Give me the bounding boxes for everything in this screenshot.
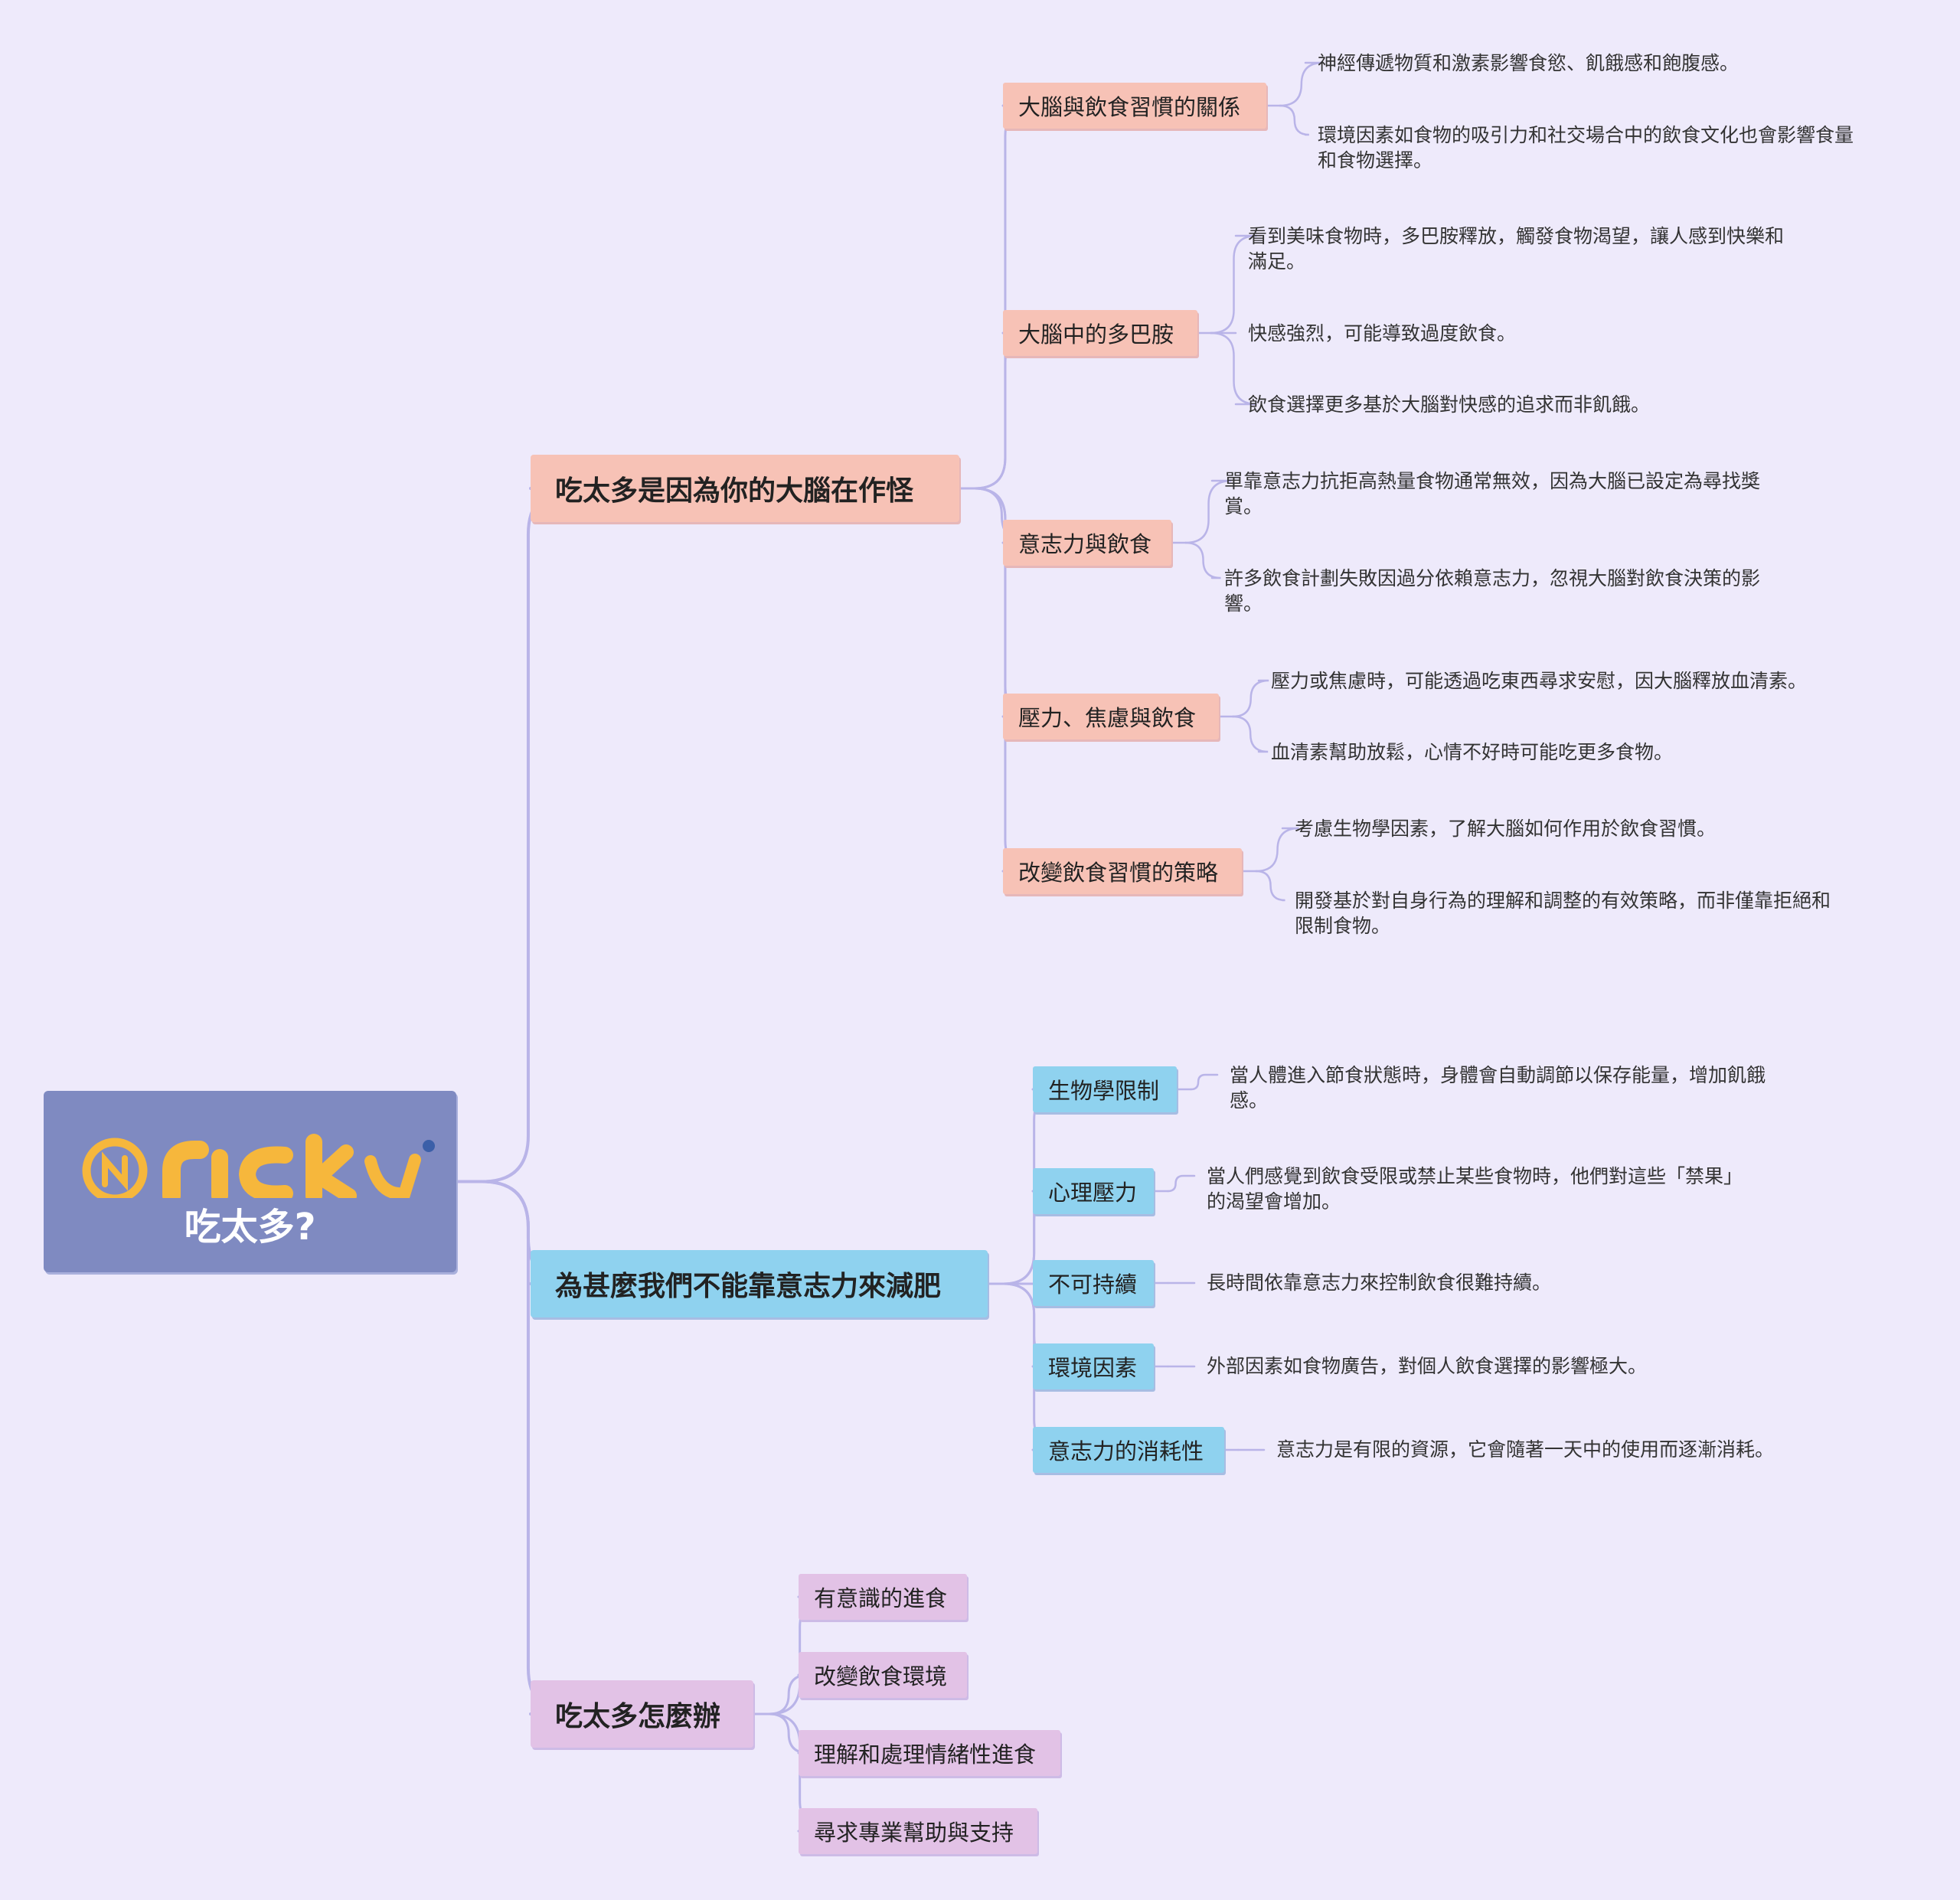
topic-professional-help[interactable]: 尋求專業幫助與支持 [799, 1808, 1037, 1854]
note-text: 快感強烈，可能導致過度飲食。 [1248, 322, 1517, 344]
note-text: 開發基於對自身行為的理解和調整的有效策略，而非僅靠拒絕和限制食物。 [1295, 890, 1831, 937]
note-text: 當人們感覺到飲食受限或禁止某些食物時，他們對這些「禁果」的渴望會增加。 [1207, 1165, 1743, 1213]
root-node[interactable]: ricky 吃太多? [44, 1091, 456, 1272]
note-text: 意志力是有限的資源，它會隨著一天中的使用而逐漸消耗。 [1276, 1438, 1775, 1461]
topic-biological-limits[interactable]: 生物學限制 [1033, 1066, 1177, 1112]
logo-text: ricky [44, 1114, 46, 1115]
connector [1279, 104, 1309, 136]
topic-dopamine[interactable]: 大腦中的多巴胺 [1003, 310, 1197, 356]
note-text: 血清素幫助放鬆，心情不好時可能吃更多食物。 [1271, 741, 1674, 763]
connector [1231, 679, 1269, 718]
topic-change-environment[interactable]: 改變飲食環境 [799, 1652, 967, 1698]
topic-emotional-eating[interactable]: 理解和處理情緒性進食 [799, 1730, 1060, 1776]
topic-change-strategy[interactable]: 改變飲食習慣的策略 [1003, 848, 1242, 894]
connector [1255, 827, 1299, 873]
topic-willpower-eating[interactable]: 意志力與飲食 [1003, 520, 1171, 566]
connector [1190, 1073, 1219, 1091]
note-text: 當人體進入節食狀態時，身體會自動調節以保存能量，增加飢餓感。 [1230, 1064, 1766, 1112]
connector [1184, 479, 1232, 544]
note-text: 神經傳遞物質和激素影響食慾、飢餓感和飽腹感。 [1318, 52, 1740, 74]
connector [1167, 1174, 1196, 1193]
branch-brain[interactable]: 吃太多是因為你的大腦在作怪 [531, 455, 959, 522]
branch-solutions[interactable]: 吃太多怎麼辦 [531, 1680, 753, 1748]
connector [973, 331, 1036, 490]
topic-stress-anxiety[interactable]: 壓力、焦慮與飲食 [1003, 694, 1219, 739]
topic-mindful-eating[interactable]: 有意識的進食 [799, 1574, 967, 1620]
note-text: 飲食選擇更多基於大腦對快感的追求而非飢餓。 [1248, 393, 1651, 416]
connector [480, 487, 574, 1183]
note-text: 壓力或焦慮時，可能透過吃東西尋求安慰，因大腦釋放血清素。 [1271, 670, 1808, 692]
connector [1210, 331, 1257, 406]
topic-brain-eating-habits[interactable]: 大腦與飲食習慣的關係 [1003, 83, 1266, 129]
topic-psychological-stress[interactable]: 心理壓力 [1033, 1168, 1154, 1214]
connector [1184, 541, 1221, 579]
connector [1255, 870, 1285, 902]
topic-willpower-depletion[interactable]: 意志力的消耗性 [1033, 1427, 1224, 1473]
note-text: 外部因素如食物廣告，對個人飲食選擇的影響極大。 [1207, 1355, 1648, 1377]
note-text: 看到美味食物時，多巴胺釋放，觸發食物渴望，讓人感到快樂和滿足。 [1248, 225, 1785, 273]
note-text: 環境因素如食物的吸引力和社交場合中的飲食文化也會影響食量和食物選擇。 [1318, 124, 1854, 171]
note-text: 長時間依靠意志力來控制飲食很難持續。 [1207, 1272, 1552, 1294]
note-text: 考慮生物學因素，了解大腦如何作用於飲食習慣。 [1295, 818, 1717, 840]
connector [1231, 715, 1269, 753]
connector [1210, 234, 1257, 335]
note-text: 許多飲食計劃失敗因過分依賴意志力，忽視大腦對飲食決策的影響。 [1224, 567, 1761, 615]
ricky-logo: ricky [44, 1114, 435, 1198]
branch-willpower[interactable]: 為甚麼我們不能靠意志力來減肥 [531, 1250, 988, 1317]
root-title: 吃太多? [184, 1206, 316, 1249]
topic-environment[interactable]: 環境因素 [1033, 1343, 1154, 1389]
note-text: 單靠意志力抗拒高熱量食物通常無效，因為大腦已設定為尋找獎賞。 [1224, 470, 1761, 517]
topic-unsustainable[interactable]: 不可持續 [1033, 1260, 1154, 1306]
connector [1279, 61, 1323, 107]
